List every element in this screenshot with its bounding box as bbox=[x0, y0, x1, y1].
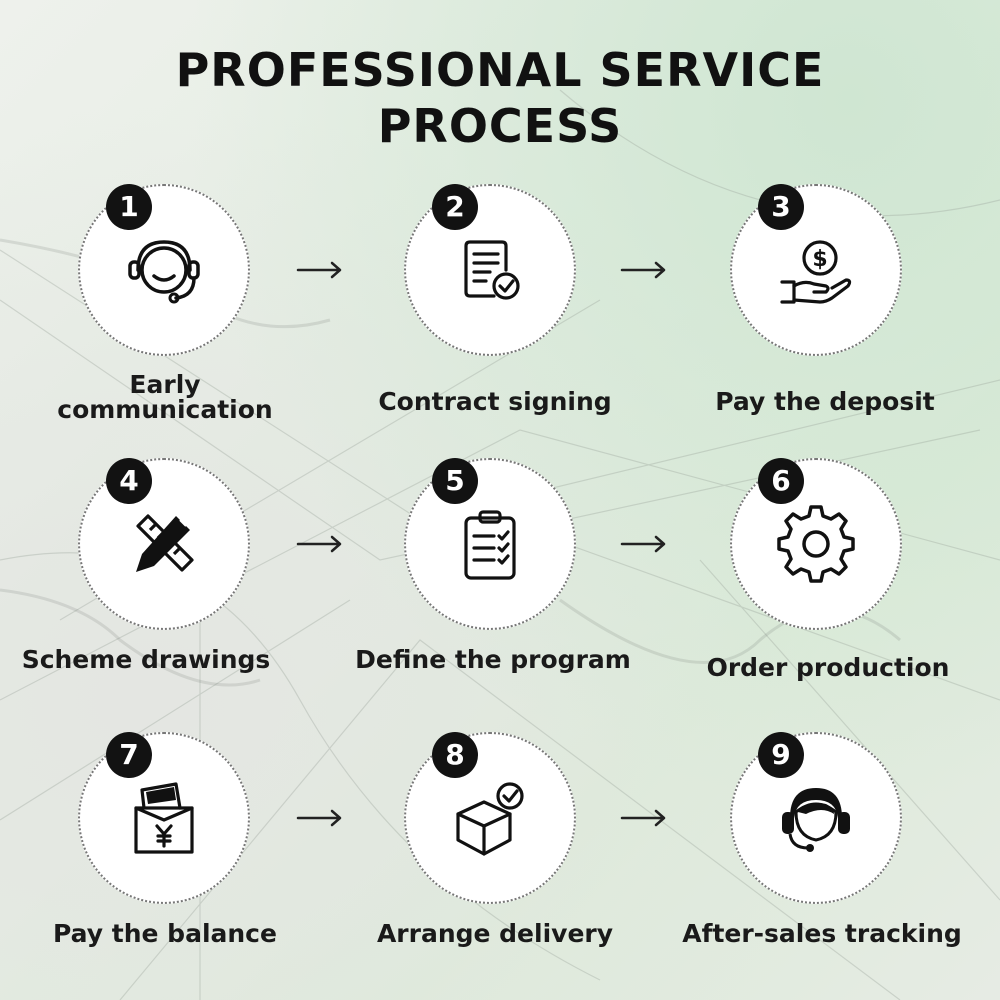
step-3-label: Pay the deposit bbox=[715, 387, 935, 416]
step-number-badge: 4 bbox=[106, 458, 152, 504]
step-7: 7 bbox=[78, 732, 250, 904]
step-5: 5 bbox=[404, 458, 576, 630]
step-number-badge: 9 bbox=[758, 732, 804, 778]
step-1-label-line2: communication bbox=[57, 395, 273, 424]
arrow-right-icon bbox=[296, 809, 342, 827]
box-check-icon bbox=[456, 782, 524, 856]
step-2-label: Contract signing bbox=[378, 387, 612, 416]
step-1-label-line1: Early bbox=[129, 370, 201, 399]
step-number-badge: 6 bbox=[758, 458, 804, 504]
step-5-label: Define the program bbox=[355, 645, 631, 674]
step-number-badge: 7 bbox=[106, 732, 152, 778]
arrow-right-icon bbox=[620, 261, 666, 279]
step-4: 4 bbox=[78, 458, 250, 630]
arrow-right-icon bbox=[620, 809, 666, 827]
step-7-label: Pay the balance bbox=[53, 919, 277, 948]
arrow-right-icon bbox=[296, 535, 342, 553]
step-circle bbox=[404, 458, 576, 630]
step-3: 3 $ bbox=[730, 184, 902, 356]
support-agent-icon bbox=[782, 788, 850, 852]
svg-text:$: $ bbox=[812, 247, 827, 272]
step-9: 9 bbox=[730, 732, 902, 904]
pencil-ruler-icon bbox=[136, 514, 194, 572]
step-number-badge: 3 bbox=[758, 184, 804, 230]
page-title-line1: PROFESSIONAL SERVICE bbox=[175, 43, 825, 97]
step-6: 6 bbox=[730, 458, 902, 630]
step-8-label: Arrange delivery bbox=[376, 919, 614, 948]
gear-icon bbox=[777, 505, 855, 583]
step-number-badge: 5 bbox=[432, 458, 478, 504]
step-9-label: After-sales tracking bbox=[682, 919, 962, 948]
headset-smile-icon bbox=[128, 240, 200, 304]
yen-envelope-icon bbox=[134, 782, 194, 854]
arrow-right-icon bbox=[296, 261, 342, 279]
arrow-right-icon bbox=[620, 535, 666, 553]
step-2: 2 bbox=[404, 184, 576, 356]
step-number-badge: 2 bbox=[432, 184, 478, 230]
step-8: 8 bbox=[404, 732, 576, 904]
clipboard-checklist-icon bbox=[464, 510, 516, 580]
step-number-badge: 1 bbox=[106, 184, 152, 230]
step-1: 1 bbox=[78, 184, 250, 356]
page-title-line2: PROCESS bbox=[377, 99, 623, 153]
step-6-label: Order production bbox=[706, 653, 950, 682]
step-number-badge: 8 bbox=[432, 732, 478, 778]
step-4-label: Scheme drawings bbox=[21, 645, 271, 674]
contract-check-icon bbox=[464, 240, 520, 300]
step-circle bbox=[78, 184, 250, 356]
hand-coin-icon: $ bbox=[780, 240, 852, 304]
